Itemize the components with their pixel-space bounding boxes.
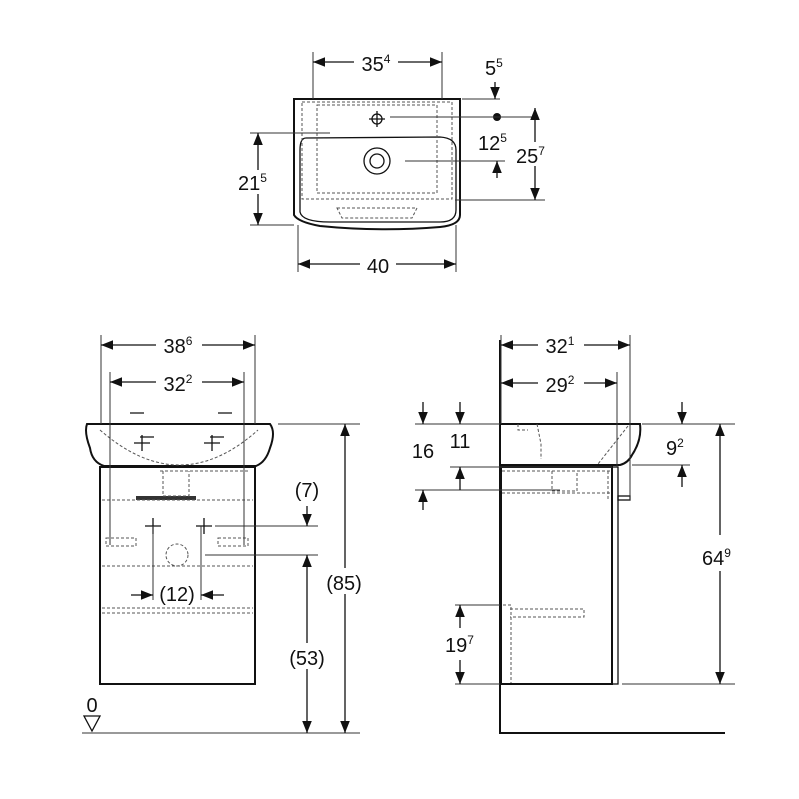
dim-label: 386 [164,334,193,358]
dim-label: (7) [295,480,319,502]
drawing-line [238,170,278,194]
drawing-line [250,52,545,272]
basin-tap-crosses [134,435,220,451]
hidden-edges-inner [316,104,438,194]
cabinet-front [99,466,256,685]
cabinet-side [500,466,613,685]
basin-front [85,423,274,467]
dim-label: 215 [238,171,267,195]
drawing-line [518,142,558,166]
dim-label: 197 [445,633,474,657]
dim-label: 649 [702,546,731,570]
bowl-hidden [99,429,259,466]
dim-label: 16 [412,441,434,463]
drawing-line [538,372,584,394]
handle-side [617,495,631,501]
drawing-line [320,568,368,594]
drawer-handle [136,496,196,500]
basin-side [501,423,642,466]
floor-level-label: 0 [86,695,97,717]
basin-outline-top [293,98,461,231]
dim-label: 292 [546,373,575,397]
dim-label: 125 [478,131,507,155]
drain-hidden [165,543,189,567]
side-view: 321 292 16 11 92 649 197 [412,334,744,734]
drain-icon [363,147,391,175]
dim-label: 40 [367,256,389,278]
dim-label: (12) [159,584,195,606]
drawing-line [700,535,744,571]
dim-label: 257 [516,144,545,168]
drain-inner [369,153,385,169]
drawing-line [284,643,330,669]
dim-label: 321 [546,334,575,358]
drawing-line [360,254,396,274]
dim-label: (53) [289,648,325,670]
hidden-edges [301,101,453,200]
top-view: 354 55 125 257 215 40 [238,52,558,278]
floor-level-triangle-icon [82,715,102,733]
drawing-line [354,52,398,72]
bowl-outline [299,136,457,223]
drawing-line [156,372,202,394]
drawing-line [440,628,484,660]
tap-hole-cross [369,111,385,127]
front-view: 386 322 (85) (7) (53) (12) 0 [82,334,368,734]
dim-label: 354 [362,52,391,76]
dim-label: 92 [666,436,684,460]
cabinet-front-panel [611,466,619,685]
tap-crosses [130,412,232,534]
drawing-line [538,334,584,356]
dim-label: 322 [164,372,193,396]
drawing-line [156,334,202,356]
drawing-line [82,335,360,734]
dim-label: 11 [450,431,471,453]
drawing-line [502,423,629,683]
dim-label: (85) [326,573,362,595]
overflow [336,207,418,219]
dim-label: 55 [485,56,503,80]
